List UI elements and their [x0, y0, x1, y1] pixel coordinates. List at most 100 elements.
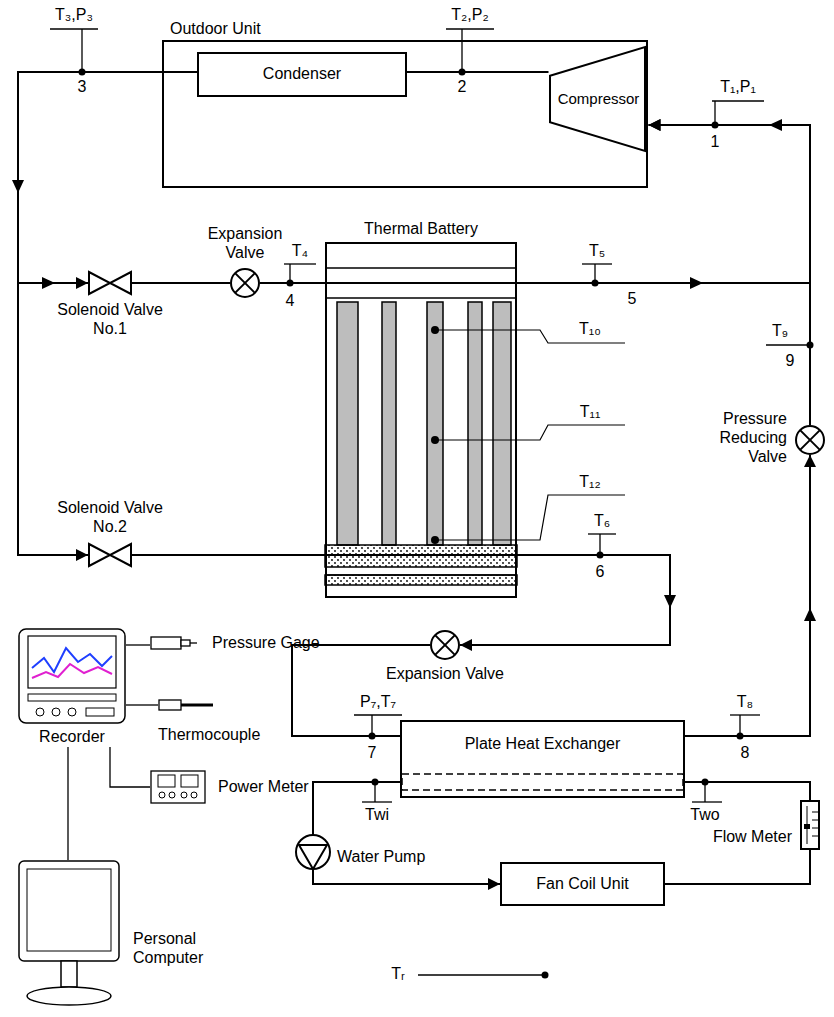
pipe-connector	[292, 645, 430, 736]
node-label: Power Meter	[218, 778, 309, 797]
point-label: 8	[741, 744, 750, 763]
plate-heat-exchanger: Plate Heat Exchanger	[400, 720, 685, 798]
point-label: 6	[596, 563, 605, 582]
expansion-valve-outline	[235, 273, 255, 293]
personal-computer-outline	[19, 861, 119, 961]
node-label: Expansion Valve	[386, 665, 504, 684]
battery-interior	[337, 302, 358, 545]
battery-interior	[427, 302, 443, 545]
point-label: 3	[78, 78, 87, 97]
recorder-icon	[19, 629, 125, 723]
measurement-tick	[81, 29, 82, 72]
node-label: Condenser	[263, 65, 341, 84]
recorder-icon	[18, 628, 126, 724]
pressure-reducing-valve-outline	[800, 430, 820, 450]
battery-interior	[325, 554, 517, 556]
compressor-symbol-outline	[550, 47, 645, 151]
measurement-tick	[50, 28, 98, 29]
battery-interior	[325, 575, 517, 585]
pressure-gage-icon	[150, 634, 198, 652]
point-label: T₂,P₂	[451, 6, 488, 25]
thermal-battery: Thermal Battery	[325, 242, 517, 598]
pipe-connector	[313, 870, 500, 884]
fan-coil-unit: Fan Coil Unit	[500, 862, 665, 906]
measurement-tick	[692, 801, 722, 802]
flow-meter-outline	[801, 801, 819, 849]
recorder-icon	[86, 708, 114, 716]
node-label: Pressure Reducing Valve	[703, 410, 787, 467]
pipe-connector	[665, 850, 810, 884]
measurement-tick	[766, 344, 810, 345]
personal-computer-outline	[15, 860, 123, 1008]
battery-interior	[382, 302, 396, 545]
measurement-tick	[714, 101, 715, 125]
recorder-icon	[28, 636, 116, 688]
power-meter-icon	[150, 770, 206, 804]
recorder-icon	[32, 664, 112, 678]
node-label: Compressor	[558, 90, 640, 108]
pipe-connector	[517, 125, 810, 283]
flow-meter-outline	[800, 800, 820, 850]
measurement-tick	[284, 263, 316, 264]
expansion-valve: Expansion Valve	[430, 630, 460, 660]
pressure-reducing-valve-outline	[795, 425, 825, 455]
expansion-valve-outline	[235, 273, 255, 293]
expansion-valve-outline	[231, 269, 259, 297]
thermocouple-icon	[159, 700, 181, 710]
pipe-connector	[649, 125, 811, 425]
signal-wire	[126, 704, 158, 705]
node-label: Outdoor Unit	[170, 20, 261, 39]
water-pump: Water Pump	[295, 834, 331, 870]
solenoid-valve-outline	[88, 271, 132, 295]
point-label: T₁,P₁	[720, 78, 756, 97]
flow-meter-outline	[812, 820, 818, 821]
personal-computer-outline	[61, 961, 77, 987]
expansion-valve-outline	[435, 635, 455, 655]
node-label: Plate Heat Exchanger	[465, 735, 621, 754]
pipe-connector	[685, 782, 810, 800]
power-meter-icon	[159, 792, 165, 798]
battery-interior	[493, 302, 511, 545]
signal-wire	[67, 747, 68, 860]
leader-line	[435, 330, 625, 540]
point-label: T₁₀	[579, 320, 601, 339]
flow-meter-outline	[812, 828, 818, 829]
recorder-icon	[18, 628, 126, 724]
battery-interior	[325, 268, 517, 585]
pipe-connector	[313, 782, 400, 834]
heat-exchanger-channel	[402, 774, 683, 790]
sensor-dots	[431, 326, 439, 544]
leader-line	[435, 495, 625, 540]
heat-exchanger-channel	[402, 774, 683, 790]
solenoid-valve-outline	[89, 544, 110, 566]
recorder-icon	[28, 694, 116, 701]
point-label: 9	[786, 352, 795, 371]
pipe-connector	[18, 72, 197, 283]
point-label: T₅	[589, 242, 605, 261]
point-label: T₁₁	[580, 403, 601, 422]
solenoid-valve-outline	[88, 543, 132, 567]
point-label: 5	[628, 290, 637, 309]
measurement-point	[79, 69, 814, 979]
measurement-tick	[418, 974, 545, 975]
pressure-gage-icon	[151, 637, 181, 649]
node-label: Pressure Gage	[212, 634, 320, 653]
point-label: T₁₂	[579, 473, 600, 492]
water-pump-outline	[296, 835, 330, 869]
expansion-valve-outline	[230, 268, 260, 298]
point-label: 2	[458, 78, 467, 97]
point-label: Two	[690, 806, 719, 825]
battery-interior	[325, 282, 517, 284]
leader-line	[435, 425, 625, 440]
point-label: T₈	[737, 693, 753, 712]
pipe-connector	[18, 72, 197, 555]
signal-wire	[110, 747, 150, 787]
node-label: Expansion Valve	[203, 225, 287, 263]
power-meter-icon	[181, 792, 187, 798]
measurement-tick	[582, 263, 612, 264]
point-label: 1	[711, 133, 720, 152]
personal-computer-outline	[27, 987, 111, 1005]
point-label: T₆	[594, 512, 610, 531]
measurement-point	[542, 972, 549, 979]
